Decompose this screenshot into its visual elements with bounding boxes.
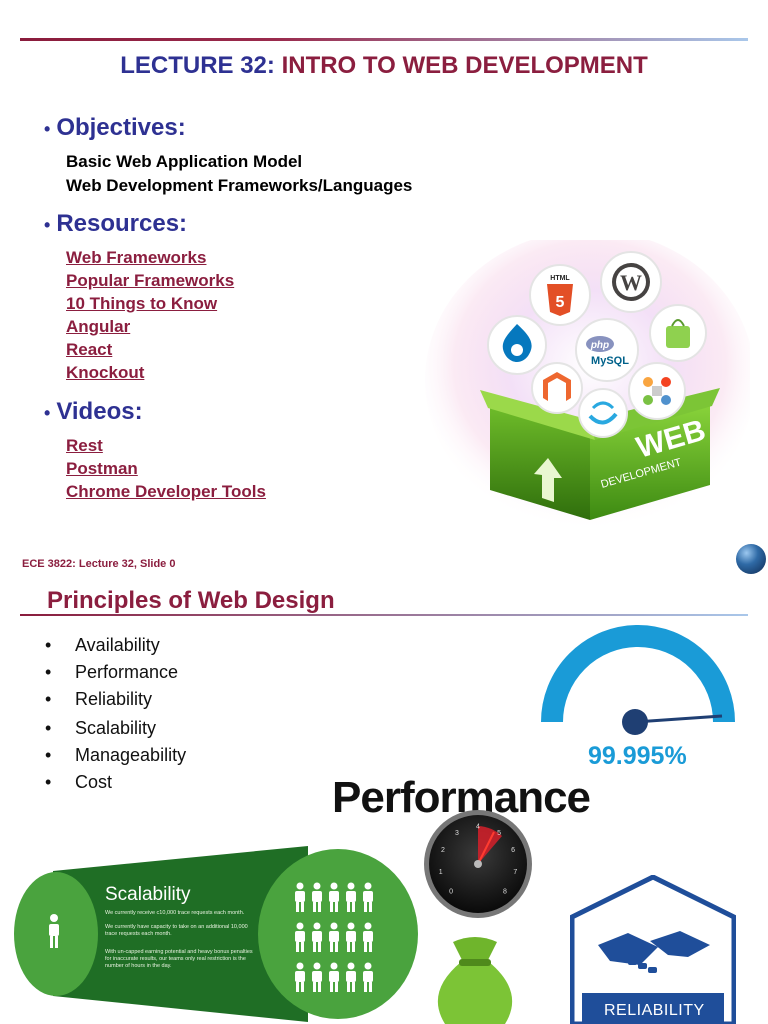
money-bag-icon (437, 937, 513, 1024)
scalability-text: With un-capped earning potential and hea… (105, 949, 253, 969)
magento-icon (531, 362, 583, 414)
gauge-tick-label: 3 (455, 830, 459, 837)
svg-text:php: php (590, 340, 609, 351)
gauge-tick-label: 4 (476, 824, 480, 831)
link-react[interactable]: React (66, 340, 113, 359)
availability-gauge-icon (541, 625, 735, 735)
principle-item: •Reliability (45, 689, 153, 709)
shopping-bag-icon (649, 304, 707, 362)
objective-item: Basic Web Application Model (66, 152, 303, 171)
svg-text:W: W (620, 270, 642, 295)
scalability-title: Scalability (105, 884, 191, 905)
person-icon (363, 922, 373, 952)
svg-text:MySQL: MySQL (591, 355, 629, 367)
swirl-logo-icon (578, 388, 628, 438)
person-icon (329, 922, 339, 952)
web-development-illustration: WEB DEVELOPMENT HTML 5 W php (425, 240, 750, 530)
person-icon (329, 882, 339, 912)
person-icon (295, 882, 305, 912)
availability-percentage: 99.995% (588, 742, 687, 770)
videos-heading: •Videos: (44, 398, 143, 425)
person-icon (312, 882, 322, 912)
svg-text:5: 5 (556, 294, 565, 311)
wordpress-icon: W (600, 251, 662, 313)
slide-principles: Principles of Web Design •Availability •… (0, 578, 768, 1024)
principle-item: •Manageability (45, 745, 187, 765)
slide-title: LECTURE 32: INTRO TO WEB DEVELOPMENT (0, 52, 768, 80)
globe-logo-icon (736, 544, 766, 574)
title-main: INTRO TO WEB DEVELOPMENT (281, 52, 648, 79)
slide-lecture-intro: LECTURE 32: INTRO TO WEB DEVELOPMENT •Ob… (0, 38, 768, 574)
reliability-badge-icon (570, 875, 736, 1024)
single-person-icon (49, 914, 59, 948)
scalability-graphic (14, 846, 418, 1022)
html5-icon: HTML 5 (529, 264, 591, 326)
svg-text:HTML: HTML (550, 275, 570, 282)
link-popular-frameworks[interactable]: Popular Frameworks (66, 271, 235, 290)
scalability-text: We currently have capacity to take on an… (105, 924, 248, 937)
person-icon (295, 962, 305, 992)
person-icon (363, 882, 373, 912)
person-icon (312, 922, 322, 952)
top-divider (20, 38, 748, 41)
slide-footer: ECE 3822: Lecture 32, Slide 0 (22, 558, 176, 570)
link-rest[interactable]: Rest (66, 436, 103, 455)
php-mysql-icon: php MySQL (575, 318, 639, 382)
link-10-things[interactable]: 10 Things to Know (66, 294, 218, 313)
handshake-icon (598, 931, 710, 973)
person-icon (363, 962, 373, 992)
gauge-tick-label: 6 (511, 847, 515, 854)
gauge-tick-label: 7 (513, 869, 517, 876)
objective-item: Web Development Frameworks/Languages (66, 176, 413, 195)
person-icon (329, 962, 339, 992)
principles-divider (20, 614, 748, 616)
gauge-tick-label: 0 (449, 888, 453, 895)
principle-item: •Scalability (45, 718, 157, 738)
link-web-frameworks[interactable]: Web Frameworks (66, 248, 207, 267)
person-icon (346, 922, 356, 952)
person-icon (295, 922, 305, 952)
principle-item: •Performance (45, 662, 179, 682)
principle-item: •Availability (45, 635, 160, 655)
person-icon (312, 962, 322, 992)
link-chrome-devtools[interactable]: Chrome Developer Tools (66, 482, 266, 501)
speedometer-icon: 0 1 2 3 4 5 6 7 8 (424, 810, 532, 918)
title-prefix: LECTURE 32: (120, 52, 275, 79)
joomla-icon (628, 362, 686, 420)
gauge-tick-label: 5 (497, 830, 501, 837)
drupal-icon (487, 315, 547, 375)
gauge-tick-label: 1 (439, 869, 443, 876)
person-icon (346, 882, 356, 912)
reliability-label: RELIABILITY (604, 1002, 705, 1019)
principles-title: Principles of Web Design (47, 587, 335, 614)
link-angular[interactable]: Angular (66, 317, 131, 336)
gauge-tick-label: 2 (441, 847, 445, 854)
resources-heading: •Resources: (44, 210, 188, 237)
objectives-heading: •Objectives: (44, 114, 186, 141)
principle-item: •Cost (45, 772, 113, 792)
scalability-text: We currently receive c10,000 trace reque… (105, 910, 245, 916)
person-icon (346, 962, 356, 992)
link-knockout[interactable]: Knockout (66, 363, 145, 382)
link-postman[interactable]: Postman (66, 459, 138, 478)
box-left-face (490, 405, 590, 520)
gauge-tick-label: 8 (503, 888, 507, 895)
